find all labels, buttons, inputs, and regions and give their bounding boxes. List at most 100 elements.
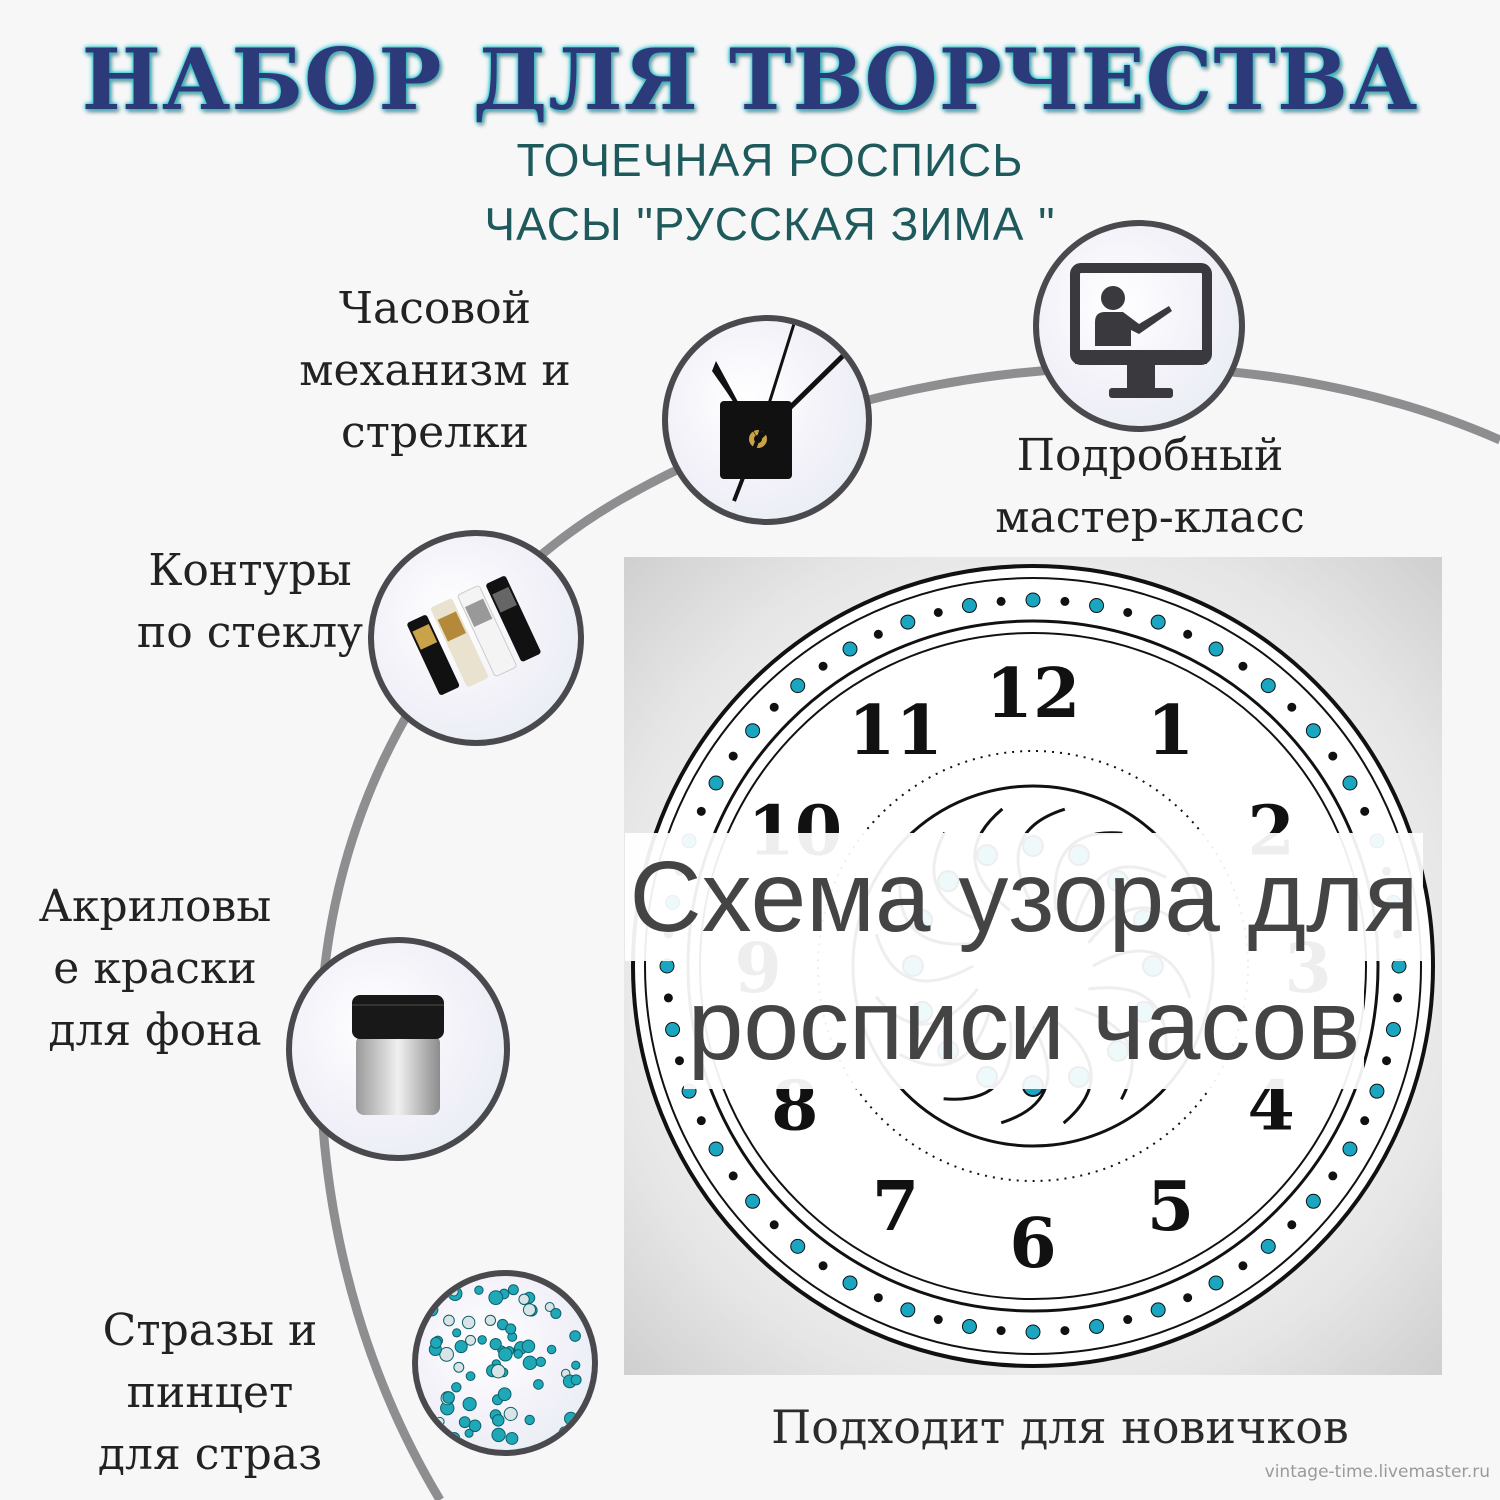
rhinestone [571, 1360, 581, 1370]
ring-dot [665, 1022, 681, 1038]
ring-dot [1328, 751, 1338, 761]
ring-dot [996, 596, 1006, 606]
rhinestone [546, 1344, 557, 1355]
rhinestone [452, 1328, 462, 1338]
ring-dot [1150, 1302, 1166, 1318]
rhinestone [462, 1396, 477, 1412]
ring-dot [1260, 1238, 1276, 1254]
ring-dot [1089, 1318, 1105, 1334]
rhinestone [522, 1355, 538, 1371]
ring-dot [663, 993, 673, 1003]
label-clock-mechanism: Часовой механизм и стрелки [299, 283, 571, 458]
page-title: НАБОР ДЛЯ ТВОРЧЕСТВА [81, 30, 1419, 129]
ring-dot [1238, 661, 1248, 671]
rhinestone [491, 1427, 506, 1443]
ring-dot [1183, 629, 1193, 639]
ring-dot [1150, 614, 1166, 630]
rhinestone [521, 1339, 536, 1354]
ring-dot [1360, 1116, 1370, 1126]
label-glass-contours: Контуры по стеклу [136, 545, 364, 658]
label-rhinestones: Стразы и пинцет для страз [97, 1305, 323, 1480]
paint-jar-icon [286, 937, 510, 1161]
rhinestone [489, 1337, 502, 1351]
ring-dot [1342, 1141, 1358, 1157]
ring-dot [933, 607, 943, 617]
rhinestone [443, 1314, 455, 1327]
ring-dot [900, 1302, 916, 1318]
ring-dot [696, 806, 706, 816]
rhinestone [468, 1419, 482, 1433]
rhinestone [569, 1330, 581, 1342]
clock-numeral: 1 [1147, 691, 1194, 771]
rhinestone [505, 1432, 519, 1445]
ring-dot [961, 598, 977, 614]
label-acrylic-paints: Акриловы е краски для фона [38, 881, 272, 1056]
ring-dot [1342, 775, 1358, 791]
ring-dot [1123, 1315, 1133, 1325]
ring-dot [1060, 1326, 1070, 1336]
ring-dot [873, 629, 883, 639]
rhinestone [454, 1340, 468, 1354]
ring-dot [961, 1318, 977, 1334]
ring-dot [769, 1220, 779, 1230]
ring-dot [1328, 1171, 1338, 1181]
rhinestone [465, 1371, 476, 1382]
rhinestone [498, 1347, 513, 1362]
rhinestone [458, 1416, 471, 1429]
rhinestone [474, 1285, 484, 1295]
ring-dot [745, 1193, 761, 1209]
ring-dot [708, 1141, 724, 1157]
rhinestone [464, 1428, 474, 1438]
rhinestone [513, 1349, 523, 1359]
ring-dot [1287, 702, 1297, 712]
ring-dot [1183, 1293, 1193, 1303]
ring-dot [933, 1315, 943, 1325]
ring-dot [873, 1293, 883, 1303]
ring-dot [696, 1116, 706, 1126]
clock-numeral: 7 [872, 1167, 919, 1247]
ring-dot [818, 661, 828, 671]
ring-dot [769, 702, 779, 712]
ring-dot [1260, 678, 1276, 694]
subtitle-technique: ТОЧЕЧНАЯ РОСПИСЬ [516, 134, 1024, 186]
rhinestone [524, 1414, 535, 1426]
rhinestone [522, 1303, 536, 1317]
rhinestone [544, 1302, 555, 1313]
ring-dot [1369, 1083, 1385, 1099]
ring-dot [1208, 1275, 1224, 1291]
rhinestone [461, 1315, 476, 1330]
rhinestone [484, 1314, 497, 1327]
rhinestone [503, 1406, 518, 1421]
ring-dot [1123, 607, 1133, 617]
beginner-note: Подходит для новичков [771, 1400, 1349, 1454]
rhinestone [570, 1374, 582, 1386]
ring-dot [1382, 1056, 1392, 1066]
ring-dot [1393, 993, 1403, 1003]
ring-dot [1305, 723, 1321, 739]
ring-dot [674, 1056, 684, 1066]
watermark: vintage-time.livemaster.ru [1264, 1462, 1490, 1482]
rhinestone [505, 1323, 517, 1335]
ring-dot [1025, 1324, 1041, 1340]
rhinestone [430, 1336, 442, 1349]
label-master-class: Подробный мастер-класс [995, 430, 1305, 543]
rhinestone [533, 1379, 544, 1390]
ring-dot [1238, 1261, 1248, 1271]
pattern-scheme-caption: Схема узора для росписи часов [615, 833, 1433, 1089]
paint-tubes-icon [368, 530, 584, 746]
clock-numeral: 6 [1009, 1204, 1056, 1284]
rhinestone [435, 1416, 445, 1427]
rhinestone [442, 1391, 455, 1404]
ring-dot [708, 775, 724, 791]
ring-dot [818, 1261, 828, 1271]
monitor-teacher-icon [1033, 220, 1245, 432]
rhinestone [488, 1290, 504, 1306]
ring-dot [745, 723, 761, 739]
ring-dot [996, 1326, 1006, 1336]
clock-numeral: 12 [986, 654, 1081, 734]
clock-numeral: 11 [848, 691, 943, 771]
ring-dot [1305, 1193, 1321, 1209]
rhinestone [507, 1284, 519, 1296]
ring-dot [1089, 598, 1105, 614]
rhinestone [439, 1347, 454, 1362]
